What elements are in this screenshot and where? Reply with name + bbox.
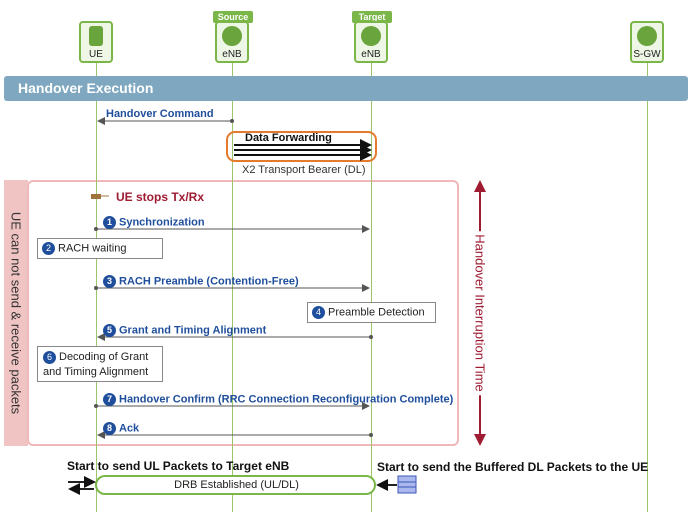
step-2-badge: 2 bbox=[42, 242, 55, 255]
source-tag: Source bbox=[213, 11, 253, 23]
source-enb-label: eNB bbox=[222, 49, 242, 60]
gear-icon bbox=[637, 26, 657, 46]
step-3-badge: 3 bbox=[103, 275, 116, 288]
grant-text: Grant and Timing Alignment bbox=[119, 324, 267, 337]
drb-label: DRB Established (UL/DL) bbox=[174, 479, 299, 491]
step-7-badge: 7 bbox=[103, 393, 116, 406]
rach-preamble-text: RACH Preamble (Contention-Free) bbox=[119, 275, 299, 288]
step-5-badge: 5 bbox=[103, 324, 116, 337]
data-forwarding-frame bbox=[226, 131, 377, 162]
step-4-badge: 4 bbox=[312, 306, 325, 319]
step-8-badge: 8 bbox=[103, 422, 116, 435]
step-6-badge: 6 bbox=[43, 350, 56, 364]
target-tag: Target bbox=[352, 11, 392, 23]
decoding-text-1: Decoding of Grant bbox=[59, 351, 149, 363]
target-enb-label: eNB bbox=[361, 49, 381, 60]
decoding-text-2: and Timing Alignment bbox=[43, 366, 149, 378]
step-1-badge: 1 bbox=[103, 216, 116, 229]
interruption-region bbox=[27, 180, 459, 446]
sgw-label: S-GW bbox=[633, 49, 661, 60]
buffer-icon bbox=[397, 475, 417, 494]
handover-execution-bar: Handover Execution bbox=[4, 76, 688, 101]
antenna-icon bbox=[222, 26, 242, 46]
source-enb-node: eNB bbox=[215, 21, 249, 63]
rach-waiting-text: RACH waiting bbox=[58, 242, 127, 255]
data-forwarding-label: Data Forwarding bbox=[245, 132, 332, 144]
ue-node: UE bbox=[79, 21, 113, 63]
ue-label: UE bbox=[89, 49, 103, 60]
sgw-node: S-GW bbox=[630, 21, 664, 63]
x2-bearer-label: X2 Transport Bearer (DL) bbox=[242, 164, 366, 176]
target-enb-lifeline bbox=[371, 62, 372, 512]
ue-stops-marker bbox=[91, 194, 101, 199]
target-enb-node: eNB bbox=[354, 21, 388, 63]
interruption-time-label: Handover Interruption Time bbox=[472, 231, 488, 395]
drb-pipe bbox=[95, 475, 376, 495]
preamble-detection-text: Preamble Detection bbox=[328, 306, 425, 319]
source-enb-lifeline bbox=[232, 62, 233, 512]
sync-text: Synchronization bbox=[119, 216, 205, 229]
ue-blocked-band bbox=[4, 180, 28, 446]
handover-confirm-text: Handover Confirm (RRC Connection Reconfi… bbox=[119, 393, 454, 406]
ack-text: Ack bbox=[119, 422, 140, 435]
dl-packets-label: Start to send the Buffered DL Packets to… bbox=[377, 460, 649, 474]
phone-icon bbox=[89, 26, 103, 46]
handover-command-label: Handover Command bbox=[106, 108, 214, 120]
sgw-lifeline bbox=[647, 62, 648, 512]
ul-packets-label: Start to send UL Packets to Target eNB bbox=[67, 459, 290, 473]
antenna-icon bbox=[361, 26, 381, 46]
ue-stops-label: UE stops Tx/Rx bbox=[116, 190, 205, 204]
